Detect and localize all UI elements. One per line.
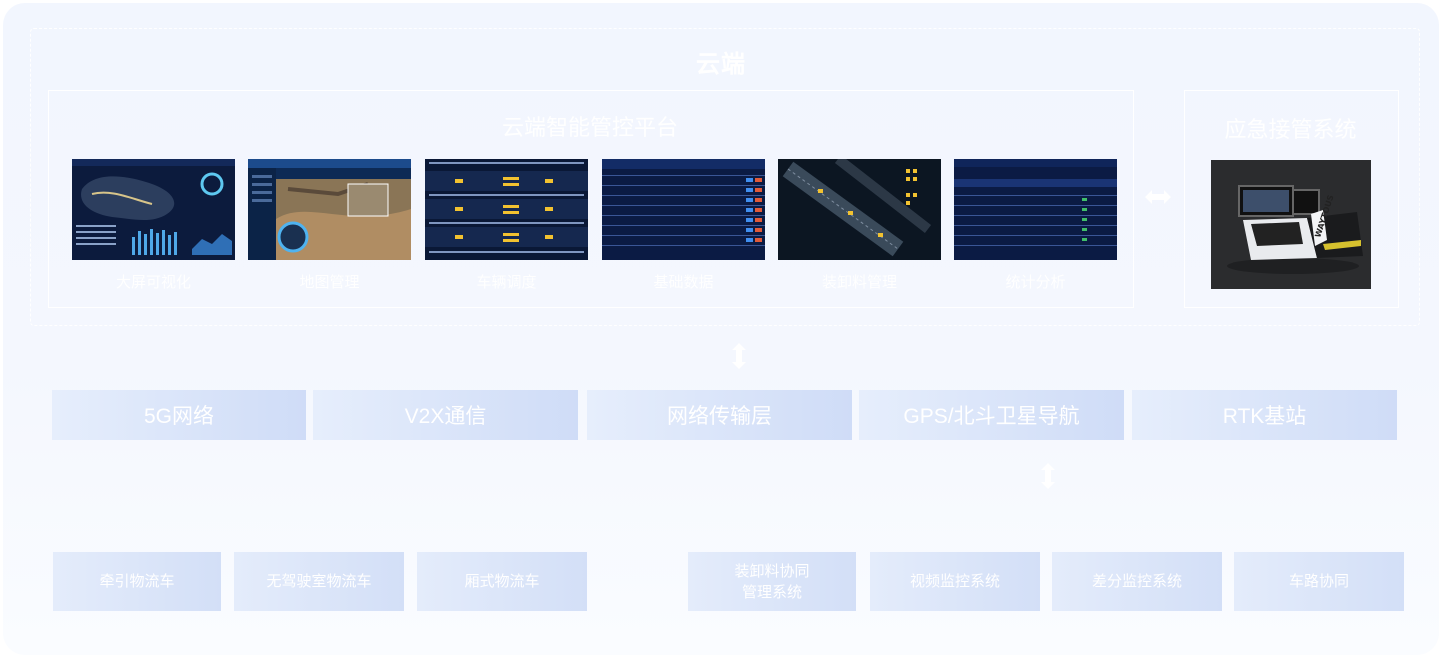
vehicle-item-box: 厢式物流车 xyxy=(417,552,587,611)
cloud-section xyxy=(30,28,1420,326)
system-item-v2x-road: 车路协同 xyxy=(1234,552,1404,611)
system-item-loading: 装卸料协同 管理系统 xyxy=(688,552,856,611)
module-label-data: 基础数据 xyxy=(653,274,714,291)
map-screenshot xyxy=(248,159,411,260)
module-label-dispatch: 车辆调度 xyxy=(476,274,537,291)
network-item-5g: 5G网络 xyxy=(52,390,306,440)
statistics-table-screenshot xyxy=(954,159,1117,260)
network-item-v2x: V2X通信 xyxy=(313,390,578,440)
module-label-statistics: 统计分析 xyxy=(1005,274,1066,291)
vertical-arrow-icon xyxy=(1036,462,1060,490)
emergency-title: 应急接管系统 xyxy=(1224,117,1357,142)
loading-map-screenshot xyxy=(778,159,941,260)
emergency-panel xyxy=(1184,90,1399,308)
network-item-rtk: RTK基站 xyxy=(1132,390,1397,440)
system-item-differential: 差分监控系统 xyxy=(1052,552,1222,611)
architecture-diagram xyxy=(3,3,1439,655)
vehicle-item-cabless: 无驾驶室物流车 xyxy=(234,552,404,611)
driving-simulator-photo: WAYTOUS xyxy=(1211,160,1371,289)
cloud-platform-panel xyxy=(48,90,1134,308)
network-item-gps: GPS/北斗卫星导航 xyxy=(859,390,1124,440)
vehicle-item-tractor: 牵引物流车 xyxy=(53,552,221,611)
cloud-title: 云端 xyxy=(696,51,746,78)
module-label-dashboard: 大屏可视化 xyxy=(115,274,191,291)
vertical-arrow-icon xyxy=(727,342,751,370)
module-label-map: 地图管理 xyxy=(299,274,360,291)
module-label-loading: 装卸料管理 xyxy=(821,274,897,291)
system-item-video: 视频监控系统 xyxy=(870,552,1040,611)
dashboard-screenshot xyxy=(72,159,235,260)
dispatch-screenshot xyxy=(425,159,588,260)
cloud-platform-title: 云端智能管控平台 xyxy=(501,115,678,140)
bidirectional-arrow-icon xyxy=(1143,184,1173,210)
data-table-screenshot xyxy=(602,159,765,260)
network-item-transport: 网络传输层 xyxy=(587,390,852,440)
